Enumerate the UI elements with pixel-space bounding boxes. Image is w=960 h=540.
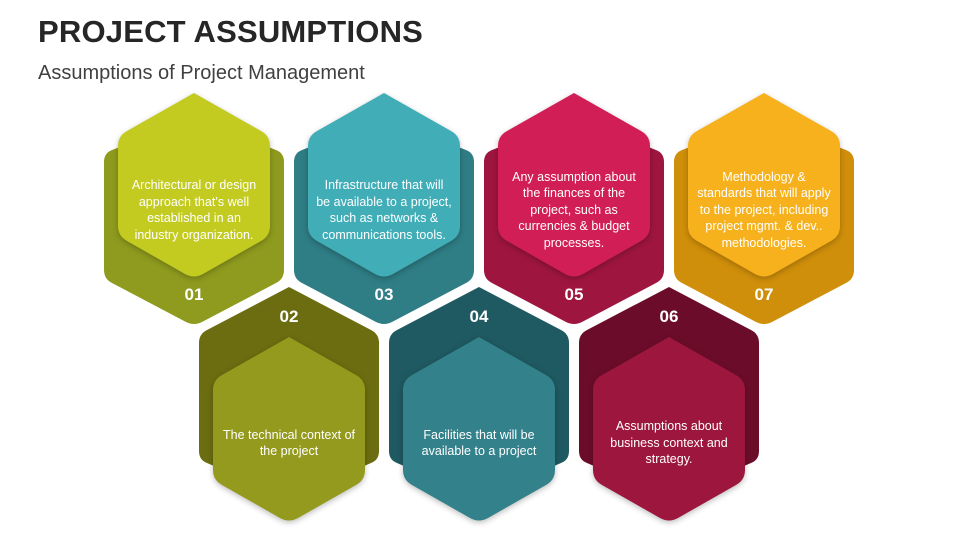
page-title: PROJECT ASSUMPTIONS bbox=[38, 14, 424, 49]
assumption-item-02: 02 The technical context of the project bbox=[199, 287, 379, 523]
assumption-number-06: 06 bbox=[659, 307, 679, 326]
assumption-item-05: Any assumption about the finances of the… bbox=[484, 90, 664, 326]
assumption-text-01: Architectural or design approach that’s … bbox=[131, 178, 257, 242]
assumption-number-05: 05 bbox=[564, 285, 584, 304]
hexagon-01 bbox=[104, 93, 284, 324]
assumption-item-03: Infrastructure that will be available to… bbox=[294, 90, 474, 326]
assumption-item-01: Architectural or design approach that’s … bbox=[104, 90, 284, 326]
assumption-number-04: 04 bbox=[469, 307, 489, 326]
assumption-text-02: The technical context of the project bbox=[222, 427, 356, 459]
hexagon-06 bbox=[579, 287, 759, 521]
page-subtitle: Assumptions of Project Management bbox=[38, 62, 365, 84]
assumption-text-05: Any assumption about the finances of the… bbox=[512, 169, 636, 250]
assumption-text-04: Facilities that will be available to a p… bbox=[421, 427, 537, 459]
assumption-item-07: Methodology & standards that will apply … bbox=[674, 90, 854, 326]
assumption-text-07: Methodology & standards that will apply … bbox=[697, 169, 831, 250]
assumption-item-04: 04 Facilities that will be available to … bbox=[389, 287, 569, 523]
assumption-number-01: 01 bbox=[184, 285, 204, 304]
assumption-text-03: Infrastructure that will be available to… bbox=[316, 178, 452, 242]
assumption-text-06: Assumptions about business context and s… bbox=[610, 419, 728, 467]
assumption-item-06: 06 Assumptions about business context an… bbox=[579, 287, 759, 523]
hexagon-02 bbox=[199, 287, 379, 521]
hexagon-07 bbox=[674, 93, 854, 324]
hexagon-03 bbox=[294, 93, 474, 324]
hexagon-04 bbox=[389, 287, 569, 521]
assumption-number-02: 02 bbox=[279, 307, 299, 326]
assumption-number-07: 07 bbox=[754, 285, 774, 304]
hexagon-05 bbox=[484, 93, 664, 324]
assumption-number-03: 03 bbox=[374, 285, 394, 304]
